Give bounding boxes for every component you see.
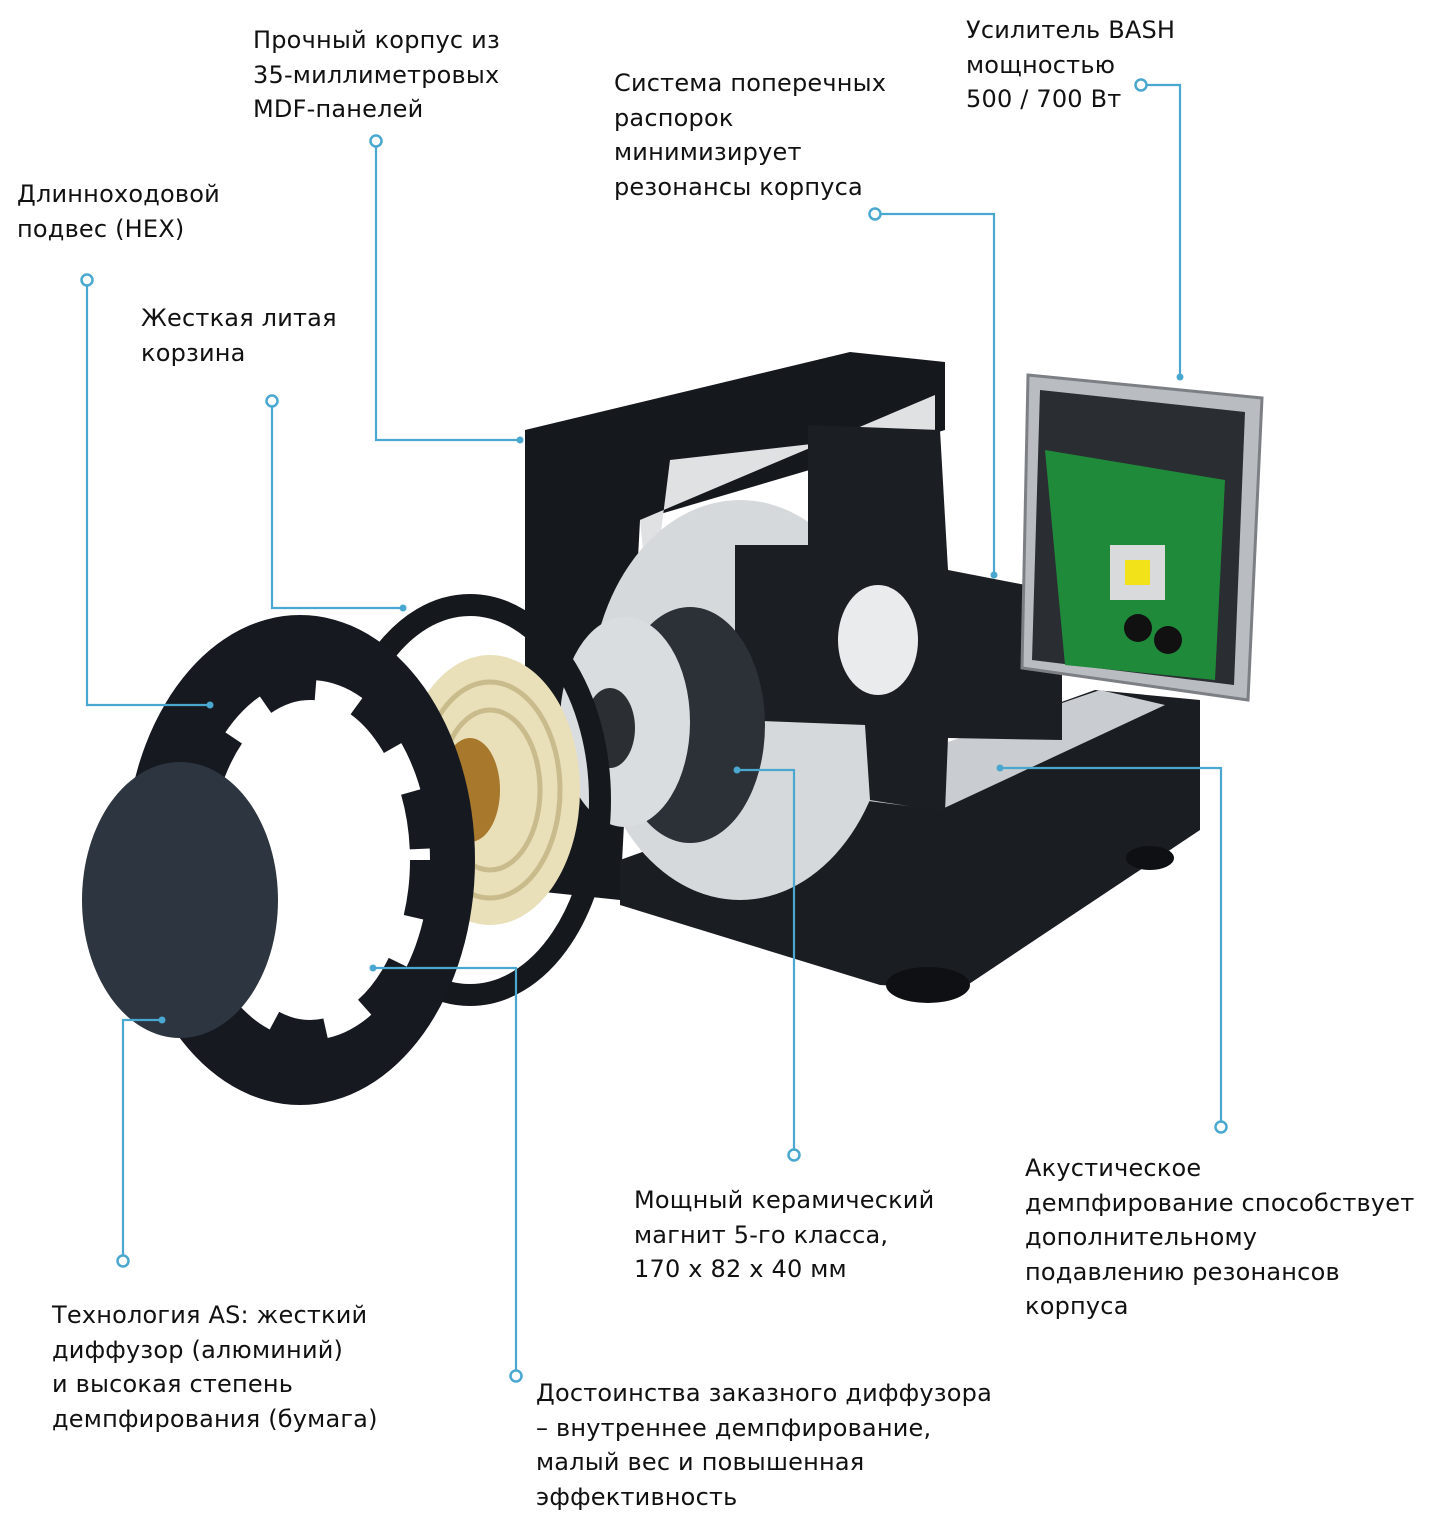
leader-end-circle <box>1214 1120 1228 1134</box>
foot <box>886 967 970 1003</box>
callout-line: демпфирование способствует <box>1025 1188 1415 1217</box>
callout-line: Прочный корпус из <box>253 26 500 54</box>
callout-damping: Акустическое демпфирование способствует … <box>1025 1151 1414 1324</box>
leader-end-circle <box>1134 78 1148 92</box>
leader-dot <box>206 701 214 709</box>
callout-line: распорок <box>614 103 734 132</box>
leader-dot <box>158 1016 166 1024</box>
callout-line: Достоинства заказного диффузора <box>536 1379 992 1407</box>
leader-dot <box>516 436 524 444</box>
callout-cone: Достоинства заказного диффузора – внутре… <box>536 1376 992 1514</box>
callout-line: 170 x 82 x 40 мм <box>634 1255 847 1283</box>
cabinet-foam-lining <box>640 395 935 620</box>
callout-line: Мощный керамический <box>634 1186 935 1214</box>
callout-line: резонансы корпуса <box>614 172 863 201</box>
leader-basket <box>270 407 403 610</box>
leader-lines <box>80 78 1228 1383</box>
aluminium-dome <box>82 762 278 1038</box>
callout-line: подавлению резонансов <box>1025 1257 1340 1286</box>
callout-surround: Длинноходовой подвес (HEX) <box>17 177 220 246</box>
callout-line: минимизирует <box>614 138 802 166</box>
callout-line: магнит 5-го класса, <box>634 1220 889 1249</box>
callout-bracing: Система поперечных распорок минимизирует… <box>614 66 886 204</box>
brace-hole <box>838 585 918 695</box>
callout-line: подвес (HEX) <box>17 214 185 243</box>
leader-dot <box>1176 373 1184 381</box>
callout-line: диффузор (алюминий) <box>52 1335 344 1364</box>
callout-line: Технология AS: жесткий <box>52 1301 368 1329</box>
callout-line: Усилитель BASH <box>966 16 1176 44</box>
leader-amplifier <box>1147 83 1182 377</box>
leader-cabinet <box>374 147 520 442</box>
callout-line: дополнительному <box>1025 1223 1258 1251</box>
leader-surround <box>85 286 210 707</box>
callout-amplifier: Усилитель BASH мощностью 500 / 700 Вт <box>966 13 1175 117</box>
leader-end-circle <box>509 1369 523 1383</box>
cabinet-base <box>620 690 1200 990</box>
callout-basket: Жесткая литая корзина <box>141 301 337 370</box>
callout-cabinet: Прочный корпус из 35-миллиметровых MDF-п… <box>253 23 500 127</box>
foot <box>1126 846 1174 870</box>
callout-as-tech: Технология AS: жесткий диффузор (алюмини… <box>52 1298 378 1436</box>
leader-end-circle <box>787 1148 801 1162</box>
leader-as-tech <box>121 1018 162 1255</box>
callout-line: эффективность <box>536 1482 738 1511</box>
leader-dot <box>369 964 377 972</box>
leader-bracing <box>881 212 996 575</box>
callout-line: 500 / 700 Вт <box>966 85 1122 113</box>
callout-line: корпуса <box>1025 1292 1129 1320</box>
callout-line: мощностью <box>966 50 1116 79</box>
callout-line: Длинноходовой <box>17 180 220 208</box>
callout-line: – внутреннее демпфирование, <box>536 1413 932 1442</box>
capacitor <box>1124 614 1152 642</box>
leader-magnet <box>737 768 796 1149</box>
callout-line: Акустическое <box>1025 1154 1202 1182</box>
cabinet-back-panel <box>525 352 945 900</box>
callout-magnet: Мощный керамический магнит 5-го класса, … <box>634 1183 934 1287</box>
leader-cone <box>373 966 518 1370</box>
callout-line: Жесткая литая <box>141 304 337 332</box>
leader-dot <box>996 764 1004 772</box>
leader-end-circle <box>369 134 383 148</box>
leader-end-circle <box>116 1254 130 1268</box>
callout-line: MDF-панелей <box>253 95 424 123</box>
callout-line: и высокая степень <box>52 1370 294 1398</box>
leader-damping <box>1000 766 1223 1121</box>
callout-line: демпфирования (бумага) <box>52 1404 378 1433</box>
leader-dot <box>733 766 741 774</box>
callout-line: 35-миллиметровых <box>253 60 500 89</box>
leader-end-circle <box>868 207 882 221</box>
leader-dot <box>990 571 998 579</box>
callout-line: малый вес и повышенная <box>536 1448 865 1476</box>
leader-end-circle <box>265 394 279 408</box>
callout-line: корзина <box>141 338 246 367</box>
callout-line: Система поперечных <box>614 69 887 97</box>
leader-dot <box>399 604 407 612</box>
transformer-core <box>1125 560 1150 585</box>
capacitor <box>1154 626 1182 654</box>
leader-end-circle <box>80 273 94 287</box>
